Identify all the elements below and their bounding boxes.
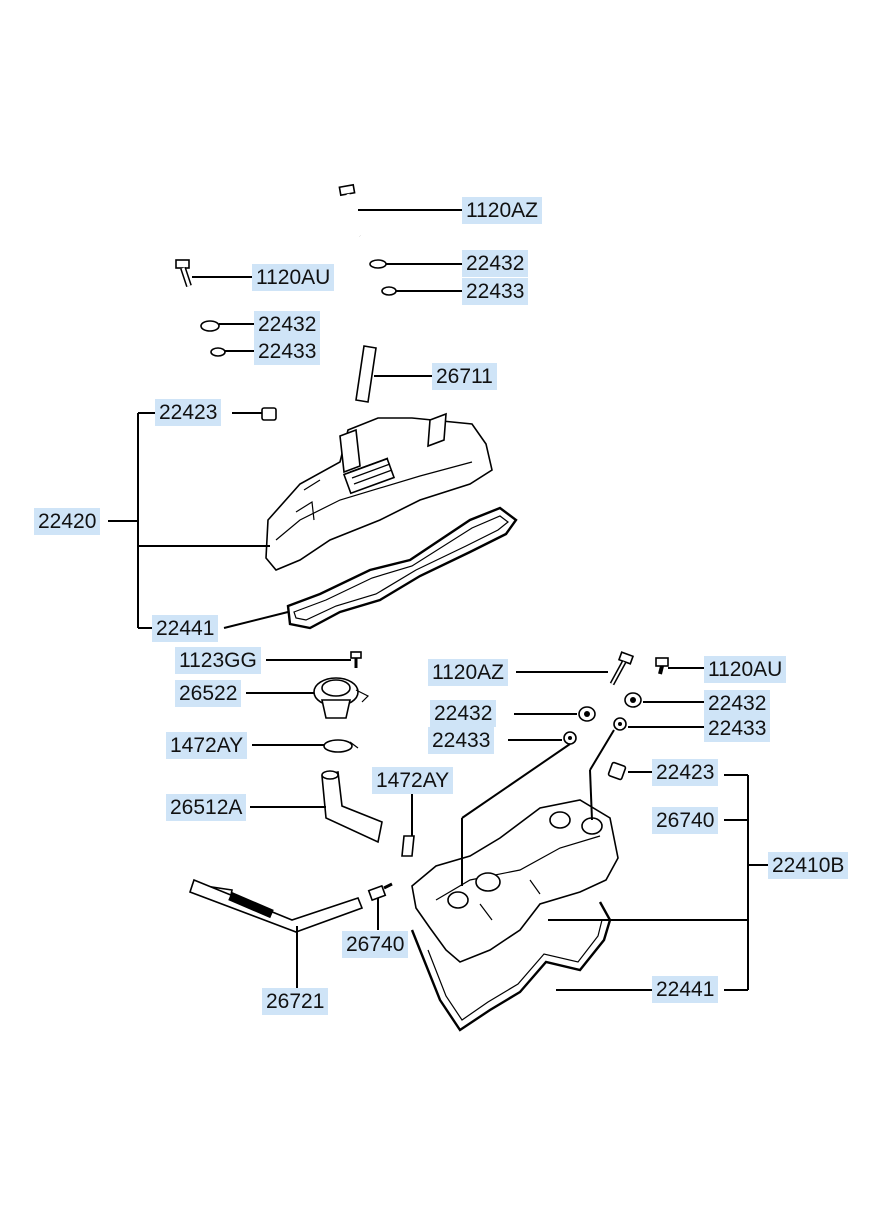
grommet-part <box>210 347 226 357</box>
label-22432-top-right[interactable]: 22432 <box>462 250 529 277</box>
leader-line <box>461 743 571 819</box>
label-1123GG[interactable]: 1123GG <box>175 647 261 674</box>
label-22420[interactable]: 22420 <box>34 508 101 535</box>
label-22433-top-left[interactable]: 22433 <box>254 338 321 365</box>
washer-part <box>200 320 220 332</box>
label-22423-top[interactable]: 22423 <box>155 399 222 426</box>
label-22433-top-right[interactable]: 22433 <box>462 278 529 305</box>
label-22433-lower-left[interactable]: 22433 <box>428 727 495 754</box>
fitting-part <box>367 882 393 902</box>
gasket-upper-part <box>286 506 518 630</box>
label-22432-lower-right[interactable]: 22432 <box>704 690 771 717</box>
label-22433-lower-right[interactable]: 22433 <box>704 715 771 742</box>
rocker-cover-lower-part <box>411 799 619 963</box>
label-22410B[interactable]: 22410B <box>768 852 849 879</box>
bracket-upper <box>108 412 289 629</box>
label-1120AZ-top[interactable]: 1120AZ <box>462 197 542 224</box>
label-1472AY-mid[interactable]: 1472AY <box>372 767 454 794</box>
pcv-valve-part <box>313 677 370 719</box>
leader-line <box>589 769 593 821</box>
label-26711[interactable]: 26711 <box>432 363 497 390</box>
clamp-small-part <box>401 835 415 857</box>
label-1120AU-left[interactable]: 1120AU <box>252 264 335 291</box>
bolt-lower-right-part <box>655 657 669 675</box>
rocker-cover-upper-part <box>265 412 493 571</box>
label-26522[interactable]: 26522 <box>175 680 242 707</box>
grommet-part <box>381 286 397 296</box>
label-22423-lower[interactable]: 22423 <box>652 759 719 786</box>
label-26721[interactable]: 26721 <box>262 988 329 1015</box>
short-hose-part <box>355 345 377 403</box>
gasket-lower-part <box>410 901 612 1032</box>
label-26740-right[interactable]: 26740 <box>652 807 719 834</box>
bolt-long-part <box>338 183 362 237</box>
bolt-lower-mid-part <box>609 651 635 686</box>
bracket-lower <box>548 774 768 991</box>
elbow-hose-part <box>321 771 383 844</box>
clamp-part <box>323 739 353 753</box>
leader-line <box>589 729 615 771</box>
label-22432-lower-left[interactable]: 22432 <box>430 700 497 727</box>
label-22441-lower[interactable]: 22441 <box>652 976 719 1003</box>
washer-part <box>369 259 387 269</box>
screw-part <box>350 651 362 668</box>
label-1472AY-left[interactable]: 1472AY <box>166 732 248 759</box>
label-26512A[interactable]: 26512A <box>166 794 247 821</box>
label-26740-lower[interactable]: 26740 <box>342 931 409 958</box>
label-1120AZ-lower[interactable]: 1120AZ <box>428 659 508 686</box>
label-1120AU-lower[interactable]: 1120AU <box>704 656 787 683</box>
cap-part <box>261 407 277 421</box>
long-hose-part <box>188 878 364 933</box>
bolt-short-part <box>175 259 192 287</box>
label-22432-top-left[interactable]: 22432 <box>254 311 321 338</box>
label-22441-upper[interactable]: 22441 <box>152 615 219 642</box>
cap-part <box>607 761 627 781</box>
